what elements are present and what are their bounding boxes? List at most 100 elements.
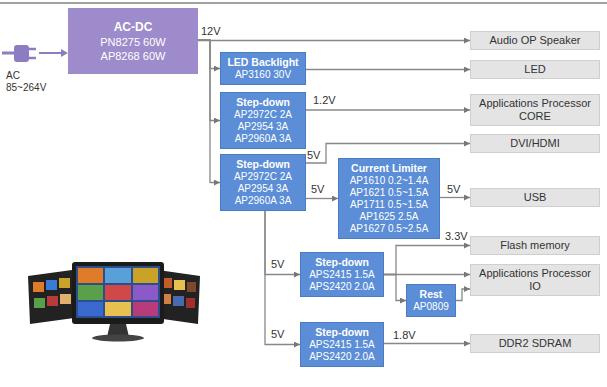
film-frame — [187, 282, 196, 292]
power-line — [306, 69, 470, 70]
film-frame — [33, 282, 44, 292]
box-title: Flash memory — [475, 239, 595, 252]
voltage-label: 1.8V — [392, 329, 417, 342]
part-rating: AP8268 60W — [74, 49, 192, 63]
plug-arrowhead — [61, 49, 68, 57]
part-rating: AP1711 0.5~1.5A — [343, 199, 435, 211]
box-title: Step-down — [225, 158, 301, 171]
screen-tile — [133, 285, 158, 300]
screen-tile — [105, 268, 131, 283]
voltage-label: 3.3V — [444, 230, 469, 243]
load-box: Flash memory — [470, 236, 600, 255]
monitor-frame — [72, 262, 164, 324]
screen-tile — [105, 285, 131, 300]
box-title: Applications Processor IO — [475, 267, 595, 293]
load-box: DDR2 SDRAM — [470, 334, 600, 353]
plug-body — [14, 45, 29, 62]
load-box: Applications Processor IO — [470, 264, 600, 296]
screen-tile — [133, 268, 158, 283]
screen-tile — [78, 268, 103, 283]
voltage-label: 5V — [306, 149, 321, 162]
driver-box: LED BacklightAP3160 30V — [220, 52, 306, 85]
film-frame — [59, 278, 70, 288]
screen-tile — [105, 302, 131, 316]
regulator-box: Step-downAPS2415 1.5AAPS2420 2.0A — [300, 252, 384, 297]
power-line — [198, 40, 220, 69]
box-title: Audio OP Speaker — [475, 34, 595, 47]
part-rating: AP1610 0.2~1.4A — [343, 175, 435, 187]
film-strip-left — [28, 270, 74, 324]
plug-prong — [29, 57, 36, 60]
part-rating: AP2972C 2A — [225, 109, 301, 121]
power-line — [384, 343, 470, 344]
film-frame — [34, 298, 45, 308]
box-title: Step-down — [305, 326, 379, 339]
plug-prong — [29, 48, 36, 51]
box-title: USB — [475, 191, 595, 204]
part-rating: AP2972C 2A — [225, 171, 301, 183]
part-rating: APS2420 2.0A — [305, 281, 379, 293]
part-rating: AP1621 0.5~1.5A — [343, 187, 435, 199]
film-frame — [47, 296, 58, 306]
part-rating: AP3160 30V — [225, 69, 301, 81]
regulator-box: Step-downAPS2415 1.5AAPS2420 2.0A — [300, 322, 384, 367]
film-frame — [186, 298, 195, 308]
part-rating: APS2415 1.5A — [305, 339, 379, 351]
monitor-screen — [76, 266, 160, 318]
monitor-icon — [72, 262, 164, 342]
power-line — [198, 40, 470, 41]
power-line — [384, 246, 470, 275]
power-line — [384, 274, 470, 275]
box-title: Step-down — [305, 256, 379, 269]
limiter-box: Current LimiterAP1610 0.2~1.4AAP1621 0.5… — [338, 158, 440, 239]
film-frame — [60, 294, 71, 304]
film-frame — [46, 280, 57, 290]
part-rating: AP2954 3A — [225, 121, 301, 133]
load-box: USB — [470, 188, 600, 207]
part-rating: APS2420 2.0A — [305, 351, 379, 363]
screen-tile — [78, 302, 103, 316]
plug-arrow — [39, 52, 62, 54]
load-box: Applications Processor CORE — [470, 94, 600, 126]
part-rating: AP1625 2.5A — [343, 211, 435, 223]
power-line — [198, 40, 220, 121]
monitor-base — [92, 335, 144, 342]
part-rating: AP0809 — [411, 301, 451, 313]
power-line — [456, 289, 470, 301]
part-rating: AP1627 0.5~2.5A — [343, 223, 435, 235]
film-frame — [173, 296, 184, 306]
screen-tile — [133, 302, 158, 316]
box-title: LED — [475, 63, 595, 76]
voltage-label: 5V — [270, 328, 285, 341]
box-title: Current Limiter — [343, 162, 435, 175]
power-line — [306, 198, 338, 199]
film-frame — [174, 280, 185, 290]
converter-box: AC-DCPN8275 60WAP8268 60W — [68, 8, 198, 74]
input-range-label: AC 85~264V — [6, 70, 54, 94]
power-line — [198, 40, 220, 183]
voltage-label: 5V — [310, 183, 325, 196]
part-rating: PN8275 60W — [74, 35, 192, 49]
box-title: AC-DC — [74, 19, 192, 35]
voltage-label: 5V — [270, 258, 285, 271]
voltage-label: 1.2V — [312, 94, 337, 107]
voltage-label: 5V — [446, 183, 461, 196]
voltage-label: 12V — [200, 25, 222, 38]
box-title: DVI/HDMI — [475, 137, 595, 150]
part-rating: APS2415 1.5A — [305, 269, 379, 281]
regulator-box: Step-downAP2972C 2AAP2954 3AAP2960A 3A — [220, 154, 306, 211]
load-box: Audio OP Speaker — [470, 31, 600, 50]
box-title: Applications Processor CORE — [475, 97, 595, 123]
part-rating: AP2960A 3A — [225, 195, 301, 207]
load-box: DVI/HDMI — [470, 134, 600, 153]
regulator-box: Step-downAP2972C 2AAP2954 3AAP2960A 3A — [220, 92, 306, 149]
part-rating: AP2954 3A — [225, 183, 301, 195]
power-line — [265, 211, 300, 345]
header-rule — [0, 3, 607, 4]
part-rating: AP2960A 3A — [225, 133, 301, 145]
power-line — [384, 275, 406, 301]
box-title: Step-down — [225, 96, 301, 109]
box-title: DDR2 SDRAM — [475, 337, 595, 350]
